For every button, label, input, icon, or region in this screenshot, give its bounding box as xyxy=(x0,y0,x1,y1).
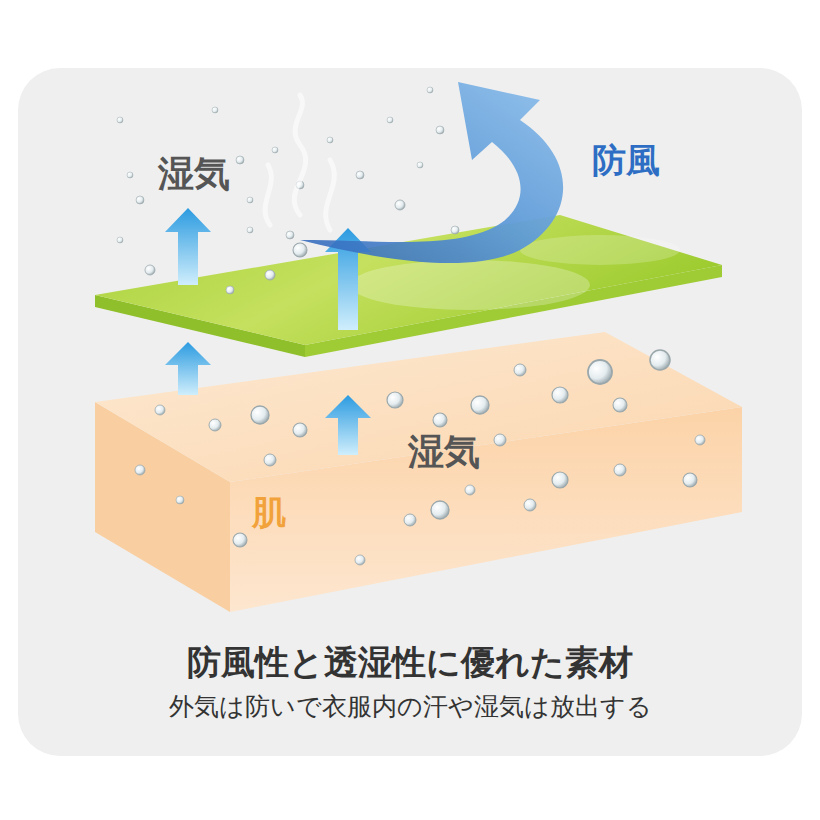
water-droplets xyxy=(135,350,705,565)
moisture-arrows xyxy=(165,342,371,455)
vapor-droplets xyxy=(117,87,459,294)
skin-label-region: 肌 xyxy=(248,490,298,536)
wind-arrow xyxy=(300,82,563,263)
panel xyxy=(18,68,802,756)
moisture-arrows xyxy=(165,208,371,330)
skin-block xyxy=(95,332,742,612)
skin-label: 肌 xyxy=(252,490,294,536)
part-label: 湿気 xyxy=(408,428,480,477)
part-label: 湿気 xyxy=(158,150,230,199)
title: 防風性と透湿性に優れた素材 xyxy=(187,640,633,686)
caption: 外気は防いで衣服内の汗や湿気は放出する xyxy=(169,690,652,723)
steam xyxy=(265,95,334,230)
part-label: 防風 xyxy=(592,138,660,184)
